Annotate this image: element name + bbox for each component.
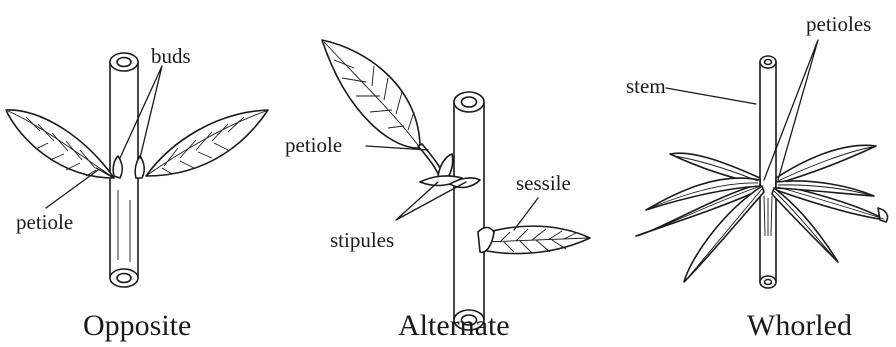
stem-leader (666, 88, 756, 104)
opposite-caption: Opposite (83, 311, 191, 341)
whorled-petioles-label: petioles (806, 14, 871, 35)
whorled-stem-label: stem (626, 76, 666, 97)
whorled-stem (760, 62, 776, 282)
alternate-upper-leaf (322, 40, 420, 148)
opposite-petiole-leader (46, 170, 98, 208)
opposite-petiole-label: petiole (16, 212, 73, 233)
opposite-left-leaf (6, 110, 114, 178)
alternate-petiole-label: petiole (285, 135, 342, 156)
whorled-leaf-5 (776, 145, 876, 184)
whorled-illustration (636, 40, 888, 288)
opposite-buds-label: buds (151, 46, 191, 67)
sessile-leader (514, 198, 538, 230)
alternate-caption: Alternate (398, 311, 510, 341)
alternate-stipules-label: stipules (330, 230, 394, 251)
alternate-sessile-label: sessile (516, 173, 571, 194)
whorled-caption: Whorled (747, 311, 852, 341)
opposite-illustration (6, 53, 268, 287)
alternate-stem (454, 102, 484, 320)
